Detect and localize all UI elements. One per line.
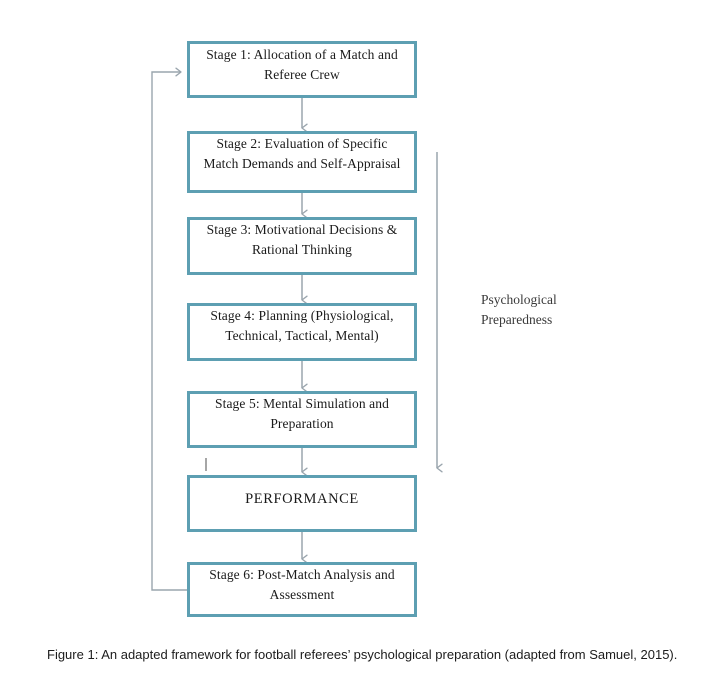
flow-box-label-stage-5: Stage 5: Mental Simulation and Preparati… [215,395,389,431]
flow-box-label-stage-4: Stage 4: Planning (Physiological, Techni… [210,308,394,343]
flow-box-stage-2: Stage 2: Evaluation of Specific Match De… [187,131,417,193]
flow-box-label-stage-2: Stage 2: Evaluation of Specific Match De… [203,136,401,171]
flow-box-stage-5: Stage 5: Mental Simulation and Preparati… [187,391,417,448]
flow-box-stage-6: Stage 6: Post-Match Analysis and Assessm… [187,562,417,617]
figure-caption: Figure 1: An adapted framework for footb… [47,647,678,662]
flow-box-stage-1: Stage 1: Allocation of a Match and Refer… [187,41,417,98]
flow-box-performance: PERFORMANCE [187,475,417,532]
flow-box-stage-3: Stage 3: Motivational Decisions & Ration… [187,217,417,275]
flow-box-label-stage-6: Stage 6: Post-Match Analysis and Assessm… [209,566,395,602]
flow-box-stage-4: Stage 4: Planning (Physiological, Techni… [187,303,417,361]
flow-box-label-performance: PERFORMANCE [245,490,359,507]
connector-feedback-loop [151,67,187,591]
psychological-preparedness-label: Psychological Preparedness [481,292,557,328]
flow-box-label-stage-3: Stage 3: Motivational Decisions & Ration… [206,222,398,257]
flow-box-label-stage-1: Stage 1: Allocation of a Match and Refer… [206,46,398,82]
